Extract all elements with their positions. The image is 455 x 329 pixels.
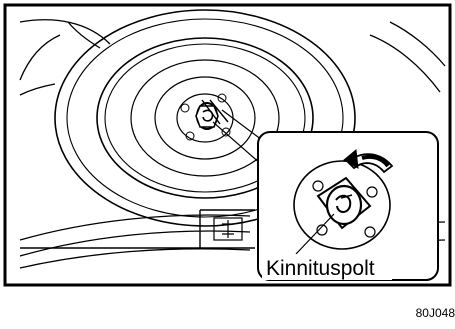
callout-box: Kinnituspolt <box>258 132 438 280</box>
figure-code: 80J048 <box>416 306 455 320</box>
floor-board <box>20 210 255 248</box>
bolt-label: Kinnituspolt <box>266 257 375 280</box>
